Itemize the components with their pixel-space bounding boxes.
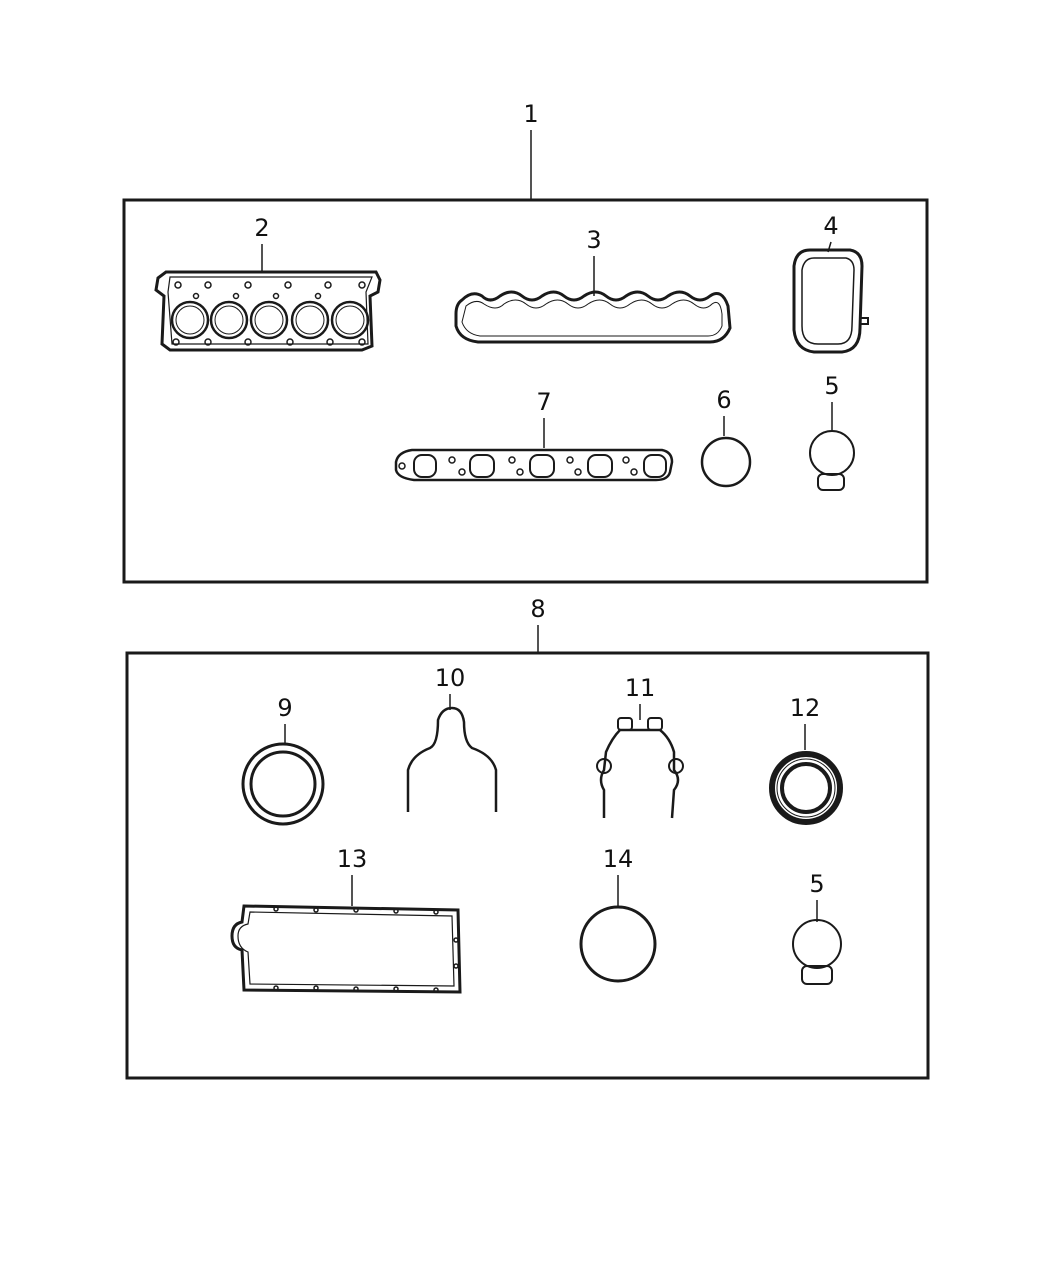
head-gasket-bores — [170, 300, 370, 340]
oil-pan-gasket-inner — [237, 911, 455, 987]
rear-main-seal: 9 — [241, 694, 325, 826]
seal-lower: 5 — [792, 870, 842, 985]
front-cover-gasket: 10 — [406, 664, 498, 812]
exhaust-gasket-bolt-holes — [398, 456, 638, 476]
upper-kit-frame — [122, 198, 929, 584]
timing-cover-gasket: 11 — [596, 674, 684, 819]
timing-cover-tab-right — [647, 717, 663, 731]
lower-kit-frame — [125, 651, 930, 1080]
large-o-ring: 14 — [579, 845, 657, 983]
seal-upper: 5 — [809, 372, 855, 491]
upper-gasket-kit: 1 — [122, 100, 929, 584]
callout-exhaust-manifold-gasket: 7 — [536, 388, 551, 416]
callout-kit-upper: 1 — [523, 100, 538, 128]
front-crank-seal-lip — [776, 758, 836, 818]
rear-main-seal-inner — [249, 750, 317, 818]
o-ring-upper: 6 — [700, 386, 752, 488]
front-crank-seal-outer — [769, 751, 843, 825]
oil-pan-gasket: 13 — [230, 845, 462, 994]
lower-gasket-kit: 8 — [125, 595, 930, 1080]
callout-large-o-ring: 14 — [603, 845, 634, 873]
timing-cover-boss-right — [668, 758, 684, 774]
timing-cover-boss-left — [596, 758, 612, 774]
front-crank-seal: 12 — [769, 694, 843, 825]
exhaust-gasket-outline — [394, 448, 674, 482]
callout-intake-gasket: 4 — [823, 212, 838, 240]
head-gasket-inner-outline — [167, 276, 373, 345]
front-cover-gasket-shape — [406, 706, 498, 812]
front-crank-seal-inner — [780, 762, 832, 814]
valve-cover-gasket: 3 — [454, 226, 732, 344]
callout-rear-main-seal: 9 — [277, 694, 292, 722]
valve-cover-gasket-inner — [461, 299, 723, 337]
head-gasket-bolt-holes — [172, 281, 366, 346]
intake-gasket-inner — [801, 257, 855, 345]
timing-cover-tab-left — [617, 717, 633, 731]
callout-kit-lower: 8 — [530, 595, 545, 623]
valve-cover-gasket-outline — [454, 290, 732, 344]
head-gasket-outline — [154, 270, 382, 352]
seal-lower-tab — [801, 965, 833, 985]
callout-valve-cover-gasket: 3 — [586, 226, 601, 254]
seal-lower-ring — [792, 919, 842, 969]
callout-front-crank-seal: 12 — [790, 694, 821, 722]
callout-cylinder-head-gasket: 2 — [254, 214, 269, 242]
callout-front-cover-gasket: 10 — [435, 664, 466, 692]
callout-seal-lower: 5 — [809, 870, 824, 898]
seal-upper-ring — [809, 430, 855, 476]
callout-seal-upper: 5 — [824, 372, 839, 400]
timing-cover-gasket-shape — [599, 728, 680, 819]
exhaust-gasket-ports — [413, 454, 667, 478]
rear-main-seal-outer — [241, 742, 325, 826]
callout-timing-cover-gasket: 11 — [625, 674, 656, 702]
callout-oil-pan-gasket: 13 — [337, 845, 368, 873]
intake-gasket-tab — [860, 317, 869, 325]
oil-pan-gasket-outline — [230, 904, 462, 994]
oil-pan-bolt-holes — [273, 906, 459, 993]
cylinder-head-gasket: 2 — [154, 214, 382, 352]
intake-gasket-outline — [792, 248, 864, 354]
exhaust-manifold-gasket: 7 — [394, 388, 674, 482]
seal-upper-tab — [817, 473, 845, 491]
o-ring-upper-shape — [700, 436, 752, 488]
large-o-ring-shape — [579, 905, 657, 983]
callout-o-ring-upper: 6 — [716, 386, 731, 414]
intake-gasket: 4 — [792, 212, 869, 354]
